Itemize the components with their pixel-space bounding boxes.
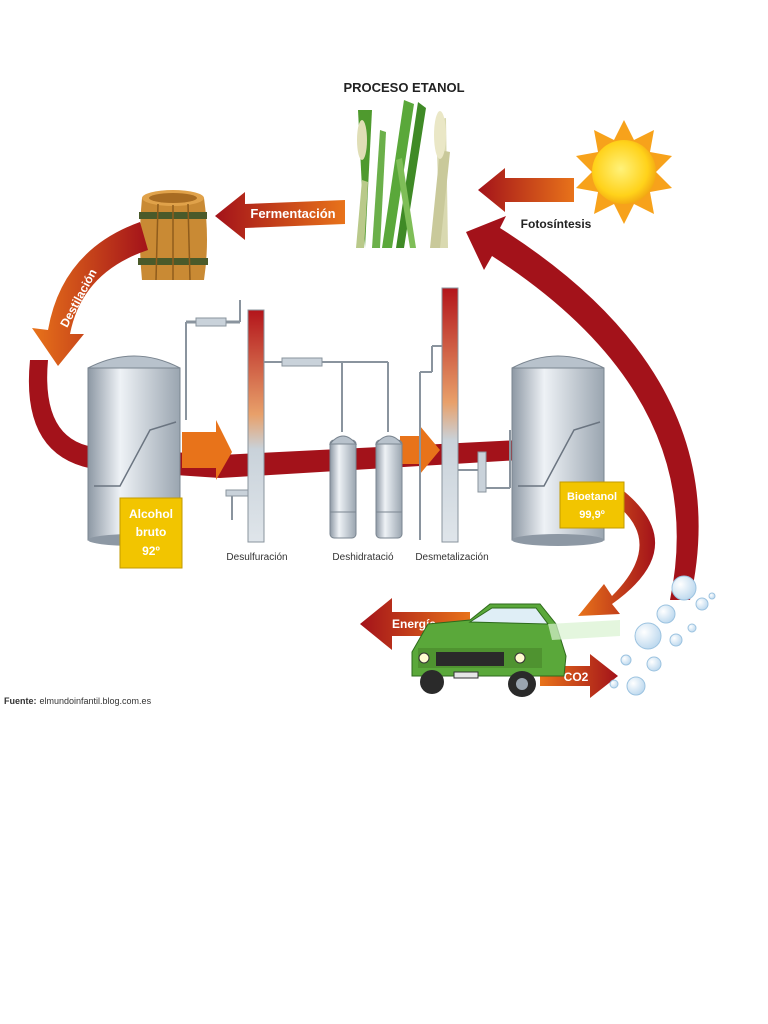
source-text: elmundoinfantil.blog.com.es (40, 696, 152, 706)
photosynthesis-arrow (478, 168, 574, 212)
bioethanol-box: Bioetanol 99,9º (559, 481, 625, 529)
barrel-icon (138, 190, 208, 281)
label-desulfuracion: Desulfuración (226, 552, 287, 563)
desulfurization-column (185, 300, 280, 543)
bioethanol-line1: Bioetanol (567, 491, 617, 503)
energy-arrow (360, 598, 470, 650)
label-deshidratacion: Deshidratació (332, 552, 394, 563)
demetallization-column (419, 287, 511, 543)
raw-alcohol-line2: bruto (136, 525, 167, 539)
label-desmetalizacion: Desmetalización (415, 552, 488, 563)
co2-arrow (540, 654, 618, 698)
fermentation-arrow (215, 192, 345, 240)
dehydration-vessels (328, 435, 404, 539)
diagram-title: PROCESO ETANOL (343, 80, 464, 95)
distillation-arrow (32, 222, 148, 366)
label-fotosintesis: Fotosíntesis (521, 217, 592, 231)
car-icon (411, 603, 620, 697)
sun-icon (576, 120, 672, 224)
label-fermentacion: Fermentación (250, 206, 335, 221)
label-energia: Energía (392, 617, 436, 631)
bioethanol-line2: 99,9º (579, 509, 604, 521)
source-credit: Fuente:elmundoinfantil.blog.com.es (4, 696, 152, 706)
source-prefix: Fuente: (4, 696, 37, 706)
carbon-cycle-return-arrow (466, 216, 699, 600)
sugarcane-plant-icon (356, 100, 450, 248)
fuel-to-car-arrow (578, 488, 656, 616)
raw-alcohol-line3: 92º (142, 544, 160, 558)
connecting-pipe (280, 357, 389, 432)
raw-alcohol-box: Alcohol bruto 92º (119, 497, 183, 569)
label-co2: CO2 (564, 670, 589, 684)
raw-alcohol-line1: Alcohol (129, 507, 173, 521)
exhaust-bubbles (609, 575, 716, 696)
